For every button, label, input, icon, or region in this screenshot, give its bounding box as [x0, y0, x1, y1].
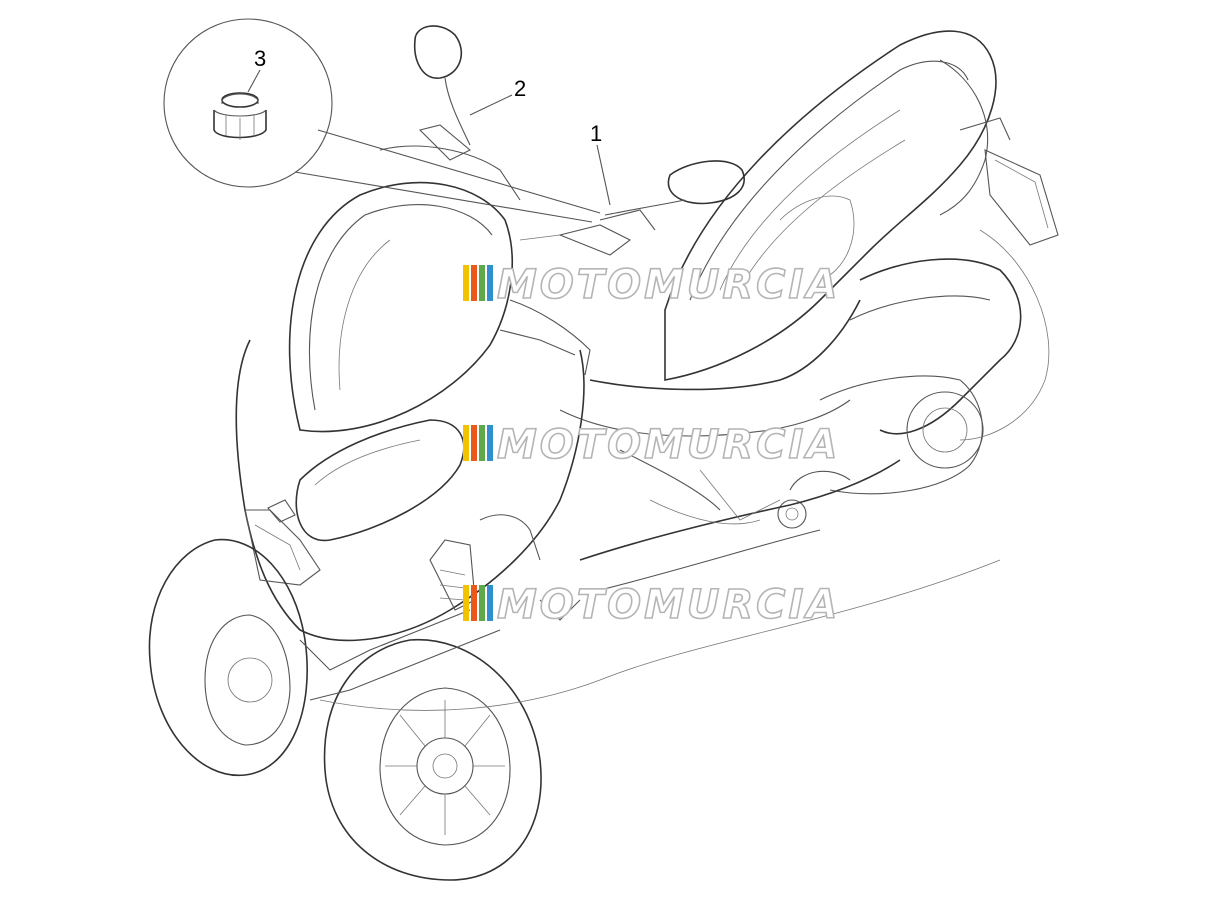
nut-part	[213, 92, 267, 140]
detail-callout-bubble	[163, 18, 601, 223]
watermark-2: MOTOMURCIA	[463, 421, 840, 469]
detail-leader-top	[317, 129, 601, 214]
watermark-stripe	[487, 265, 493, 301]
leader-3	[247, 69, 261, 93]
watermark-stripe	[471, 265, 477, 301]
detail-circle	[163, 18, 333, 188]
front-suspension	[299, 514, 581, 701]
front-fairing	[235, 299, 591, 642]
watermark-text: MOTOMURCIA	[497, 422, 840, 468]
front-left-wheel	[148, 538, 308, 777]
seat	[664, 30, 997, 381]
watermark-stripe	[463, 585, 469, 621]
watermark-stripe	[479, 585, 485, 621]
leader-2	[469, 94, 513, 116]
watermark-1: MOTOMURCIA	[463, 261, 840, 309]
watermark-stripe	[471, 425, 477, 461]
side-body	[559, 299, 901, 591]
watermark-text: MOTOMURCIA	[497, 262, 840, 308]
detail-leader-bottom	[294, 171, 593, 223]
callout-3: 3	[254, 46, 266, 71]
handlebar	[379, 124, 656, 256]
windshield	[288, 181, 514, 433]
watermark-stripe	[487, 585, 493, 621]
watermark-stripe	[479, 425, 485, 461]
rear-body	[777, 229, 1050, 529]
callout-2: 2	[514, 76, 526, 101]
watermark-stripe	[479, 265, 485, 301]
watermark-stripe	[471, 585, 477, 621]
right-mirror	[604, 160, 745, 216]
watermark-stripe	[463, 265, 469, 301]
scooter-drawing	[148, 25, 1059, 881]
rear-plate	[959, 117, 1059, 246]
watermark-stripe	[487, 425, 493, 461]
watermark-text: MOTOMURCIA	[497, 582, 840, 628]
callout-1: 1	[590, 121, 602, 146]
left-mirror	[413, 25, 471, 146]
leader-1	[596, 144, 611, 206]
watermark-stripe	[463, 425, 469, 461]
watermark-3: MOTOMURCIA	[463, 581, 840, 629]
front-right-wheel	[323, 638, 542, 881]
